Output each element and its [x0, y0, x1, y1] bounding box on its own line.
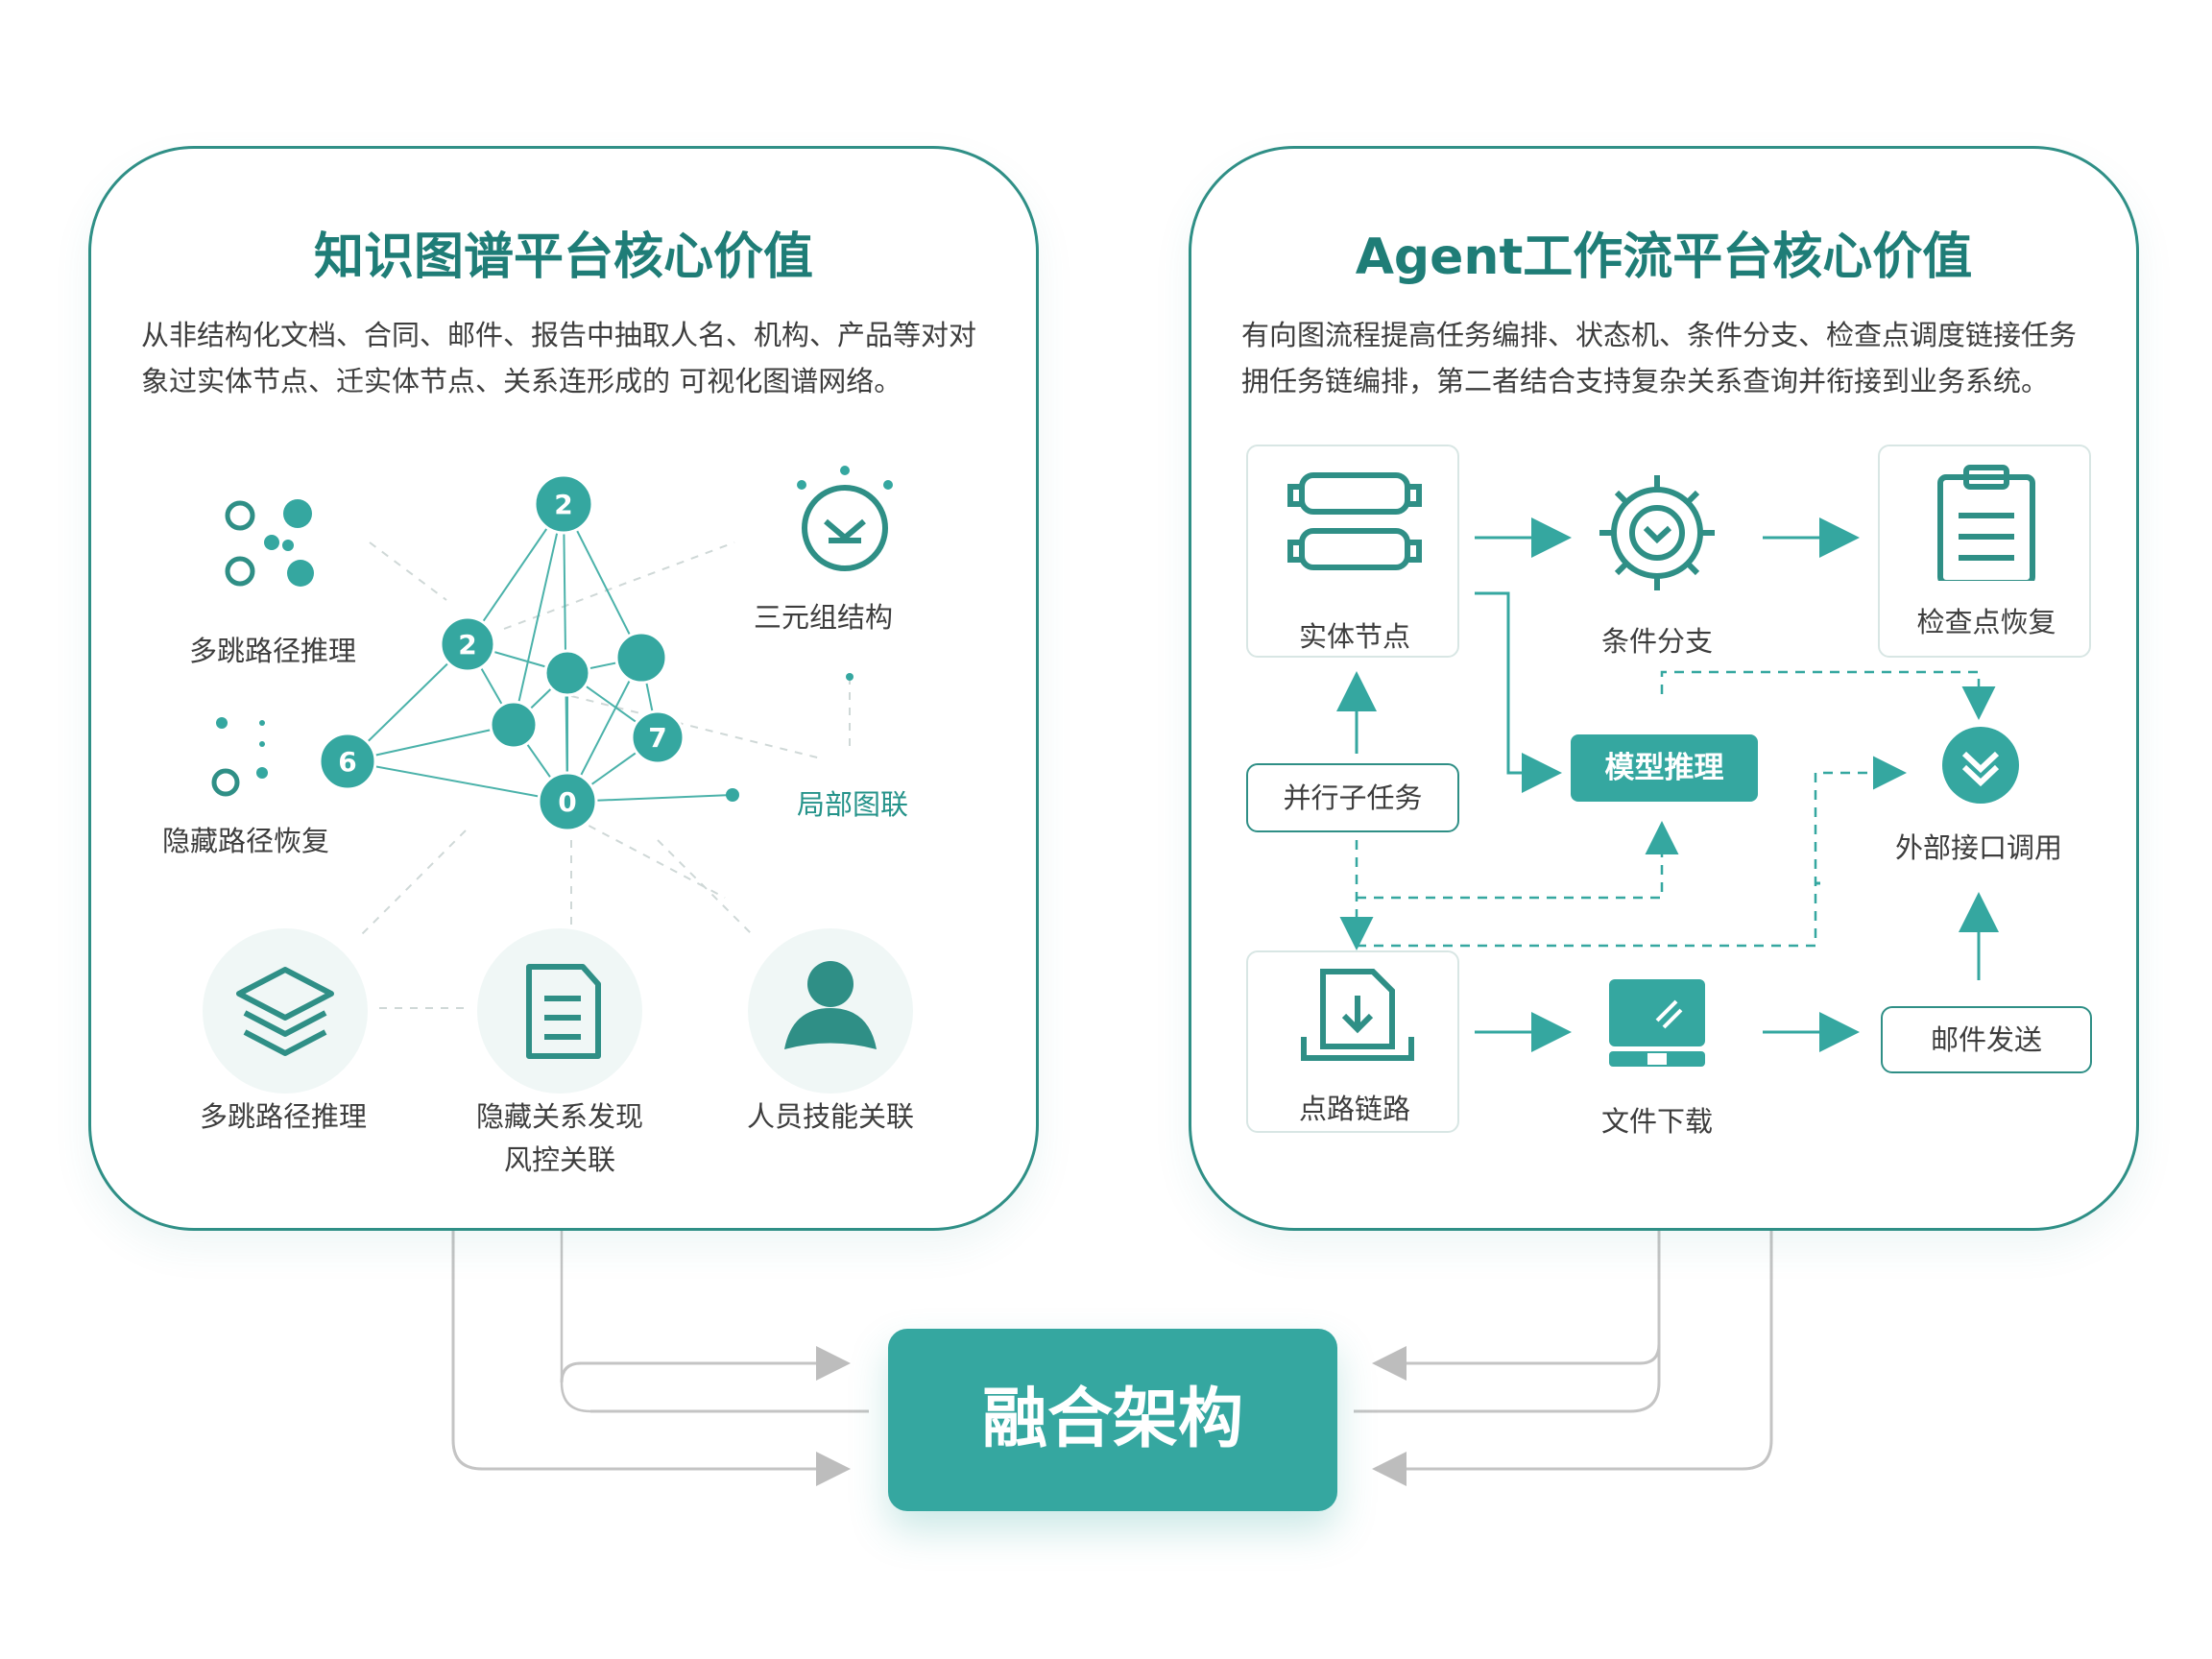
- panel-title: 知识图谱平台核心价值: [313, 228, 813, 286]
- person-icon: [784, 961, 877, 1049]
- checkpoint-label: 检查点恢复: [1916, 606, 2056, 638]
- layers-icon: [236, 967, 334, 1056]
- document-icon: [526, 964, 601, 1059]
- label-hidden-path: 隐藏路径恢复: [162, 825, 330, 857]
- panel-description: 有向图流程提高任务编排、状态机、条件分支、检查点调度链接任务拥任务链编排，第二者…: [1241, 319, 2078, 397]
- monitor-icon: [1609, 979, 1705, 1067]
- gear-check-icon: [1599, 475, 1715, 590]
- knowledge-graph-panel: 知识图谱平台核心价值 从非结构化文档、合同、邮件、报告中抽取人名、机构、产品等对…: [88, 146, 1039, 1231]
- node-label: 6: [338, 746, 356, 778]
- entity-node-label: 实体节点: [1298, 620, 1410, 653]
- workflow-arrows: [1336, 517, 1999, 1052]
- condition-branch-label: 条件分支: [1600, 625, 1713, 658]
- parallel-subtask-box: 并行子任务: [1246, 763, 1459, 832]
- model-inference-box: 模型推理: [1571, 734, 1758, 802]
- label-triple-structure: 三元组结构: [754, 601, 894, 634]
- clipboard-icon: [1937, 465, 2035, 586]
- cluster-icon: [225, 500, 255, 587]
- fusion-architecture-box: 融合架构: [888, 1329, 1337, 1511]
- label-multi-hop-bottom: 多跳路径推理: [199, 1100, 367, 1133]
- knowledge-graph-network: 2 2 6 7 0: [203, 466, 913, 1094]
- label-local-association: 局部图联: [797, 788, 909, 821]
- label-risk-association: 风控关联: [503, 1143, 615, 1176]
- label-hidden-relation: 隐藏关系发现: [475, 1100, 643, 1133]
- node-label: 2: [554, 489, 572, 520]
- agent-workflow-panel: Agent工作流平台核心价值 有向图流程提高任务编排、状态机、条件分支、检查点调…: [1189, 146, 2139, 1231]
- graph-node: [318, 473, 685, 832]
- scatter-dots-icon: [216, 717, 268, 779]
- database-icon: [1287, 472, 1422, 570]
- download-doc-icon: [1301, 969, 1414, 1061]
- panel-description: 从非结构化文档、合同、邮件、报告中抽取人名、机构、产品等对对象过实体节点、迁实体…: [141, 319, 977, 397]
- panel-title: Agent工作流平台核心价值: [1355, 228, 1973, 286]
- point-link-box: 点路链路: [1246, 950, 1459, 1133]
- file-download-label: 文件下载: [1600, 1105, 1713, 1138]
- checkpoint-box: 检查点恢复: [1878, 445, 2091, 658]
- chevron-down-icon: [1942, 727, 2019, 804]
- check-badge-icon: [802, 485, 888, 571]
- node-label: 2: [458, 629, 476, 661]
- label-people-skill: 人员技能关联: [746, 1100, 914, 1133]
- node-label: 7: [648, 722, 666, 754]
- label-multi-hop-top: 多跳路径推理: [189, 635, 357, 667]
- external-api-label: 外部接口调用: [1894, 831, 2062, 864]
- email-send-box: 邮件发送: [1881, 1006, 2092, 1073]
- node-label: 0: [558, 786, 576, 818]
- entity-node-box: 实体节点: [1246, 445, 1459, 658]
- point-link-label: 点路链路: [1298, 1093, 1410, 1125]
